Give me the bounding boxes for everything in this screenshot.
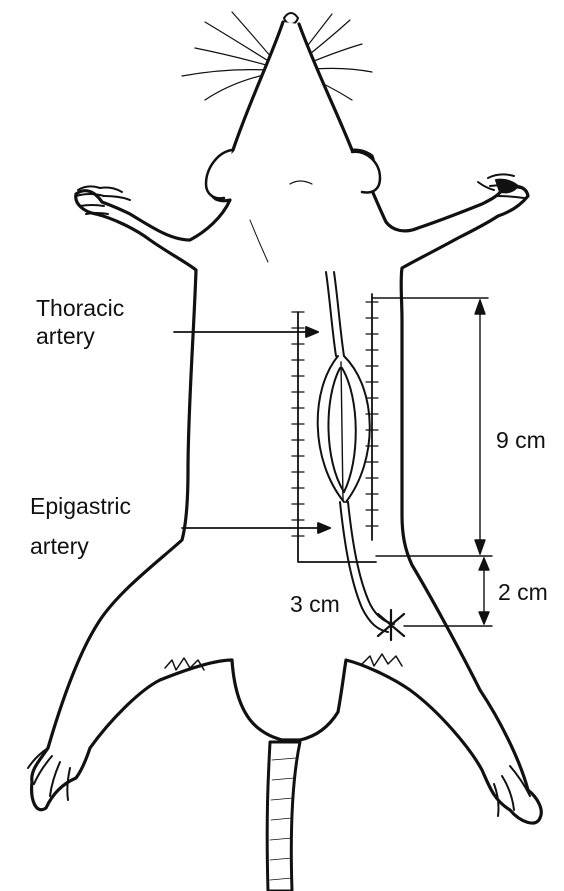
label-epigastric-line2: artery [30,533,89,559]
dimension-label-9cm: 9 cm [496,427,546,453]
label-thoracic-line2: artery [36,323,95,349]
body-outline [32,22,542,823]
dimension-label-3cm: 3 cm [290,591,340,617]
label-thoracic-line1: Thoracic [36,295,124,321]
nose [284,13,298,24]
label-epigastric-line1: Epigastric [30,493,131,519]
dimension-label-2cm: 2 cm [498,579,548,605]
tail [267,742,300,891]
